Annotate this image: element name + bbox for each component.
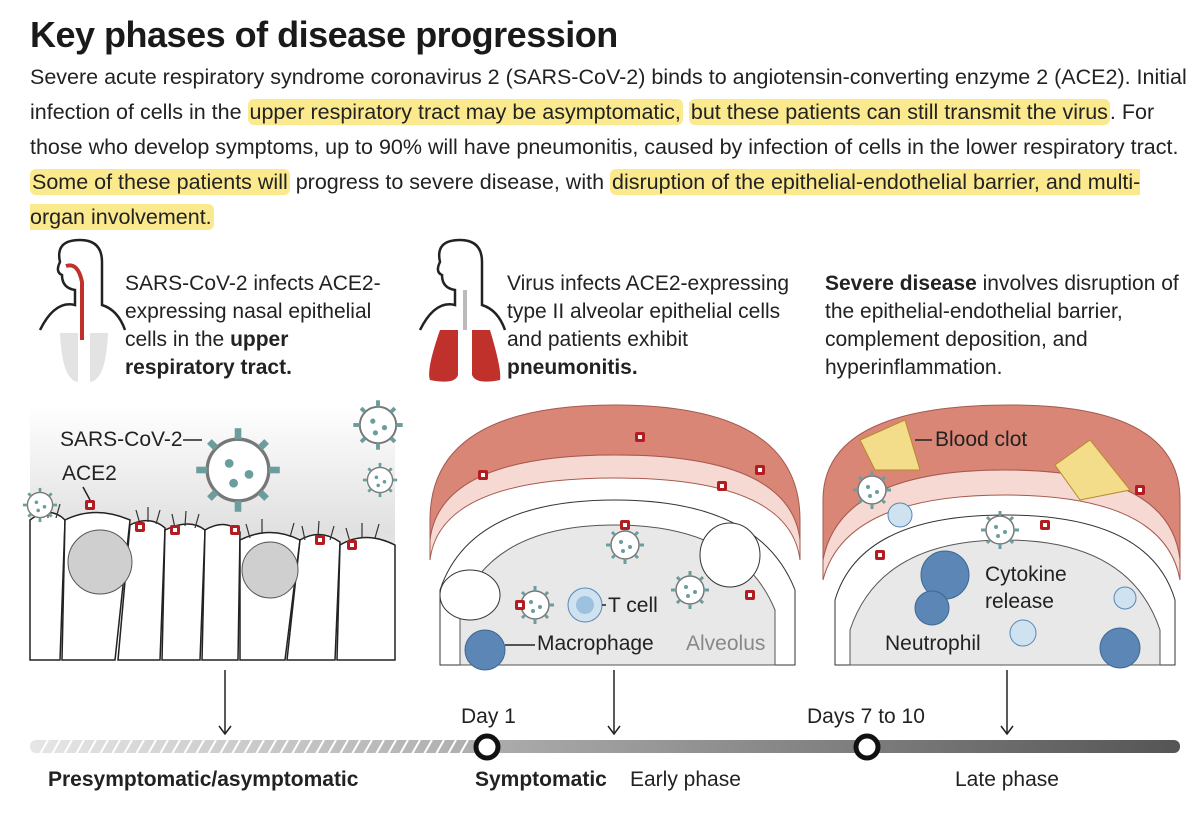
day1-marker — [473, 733, 501, 761]
nasal-epithelium-illustration — [21, 398, 405, 661]
day7-label: Days 7 to 10 — [807, 705, 925, 728]
day7-marker — [853, 733, 881, 761]
phase-symptomatic: Symptomatic — [475, 768, 607, 791]
macrophage-label: Macrophage — [537, 632, 654, 655]
severe-disease-illustration — [822, 404, 1181, 669]
intro-paragraph: Severe acute respiratory syndrome corona… — [30, 65, 1187, 230]
alveolus-illustration — [429, 404, 801, 671]
neutrophil-label: Neutrophil — [885, 632, 981, 655]
highlight: but these patients can still transmit th… — [688, 99, 1110, 125]
phase-early: Early phase — [630, 768, 741, 791]
cytokine-label: Cytokine — [985, 563, 1067, 586]
tcell-label: T cell — [608, 594, 658, 617]
panel1-caption: SARS-CoV-2 infects ACE2-expressing nasal… — [125, 272, 381, 379]
highlight: Some of these patients will — [30, 169, 290, 195]
alveolus-label: Alveolus — [686, 632, 766, 655]
ace2-label: ACE2 — [62, 462, 117, 485]
panel2-caption: Virus infects ACE2-expressing type II al… — [507, 272, 790, 379]
page-title: Key phases of disease progression — [30, 14, 618, 55]
release-label: release — [985, 590, 1054, 613]
head-upper-tract-icon — [38, 238, 127, 382]
day1-label: Day 1 — [461, 705, 516, 728]
phase-late: Late phase — [955, 768, 1059, 791]
highlight: upper respiratory tract may be asymptoma… — [247, 99, 683, 125]
panel3-caption: Severe disease involves disruption of th… — [825, 272, 1179, 379]
blood-clot-label: Blood clot — [935, 428, 1028, 451]
head-lungs-icon — [418, 238, 507, 382]
phase-presymptomatic: Presymptomatic/asymptomatic — [48, 768, 359, 791]
panel-arrows — [218, 670, 1014, 736]
timeline — [30, 733, 1180, 761]
virus-label: SARS-CoV-2 — [60, 428, 183, 451]
